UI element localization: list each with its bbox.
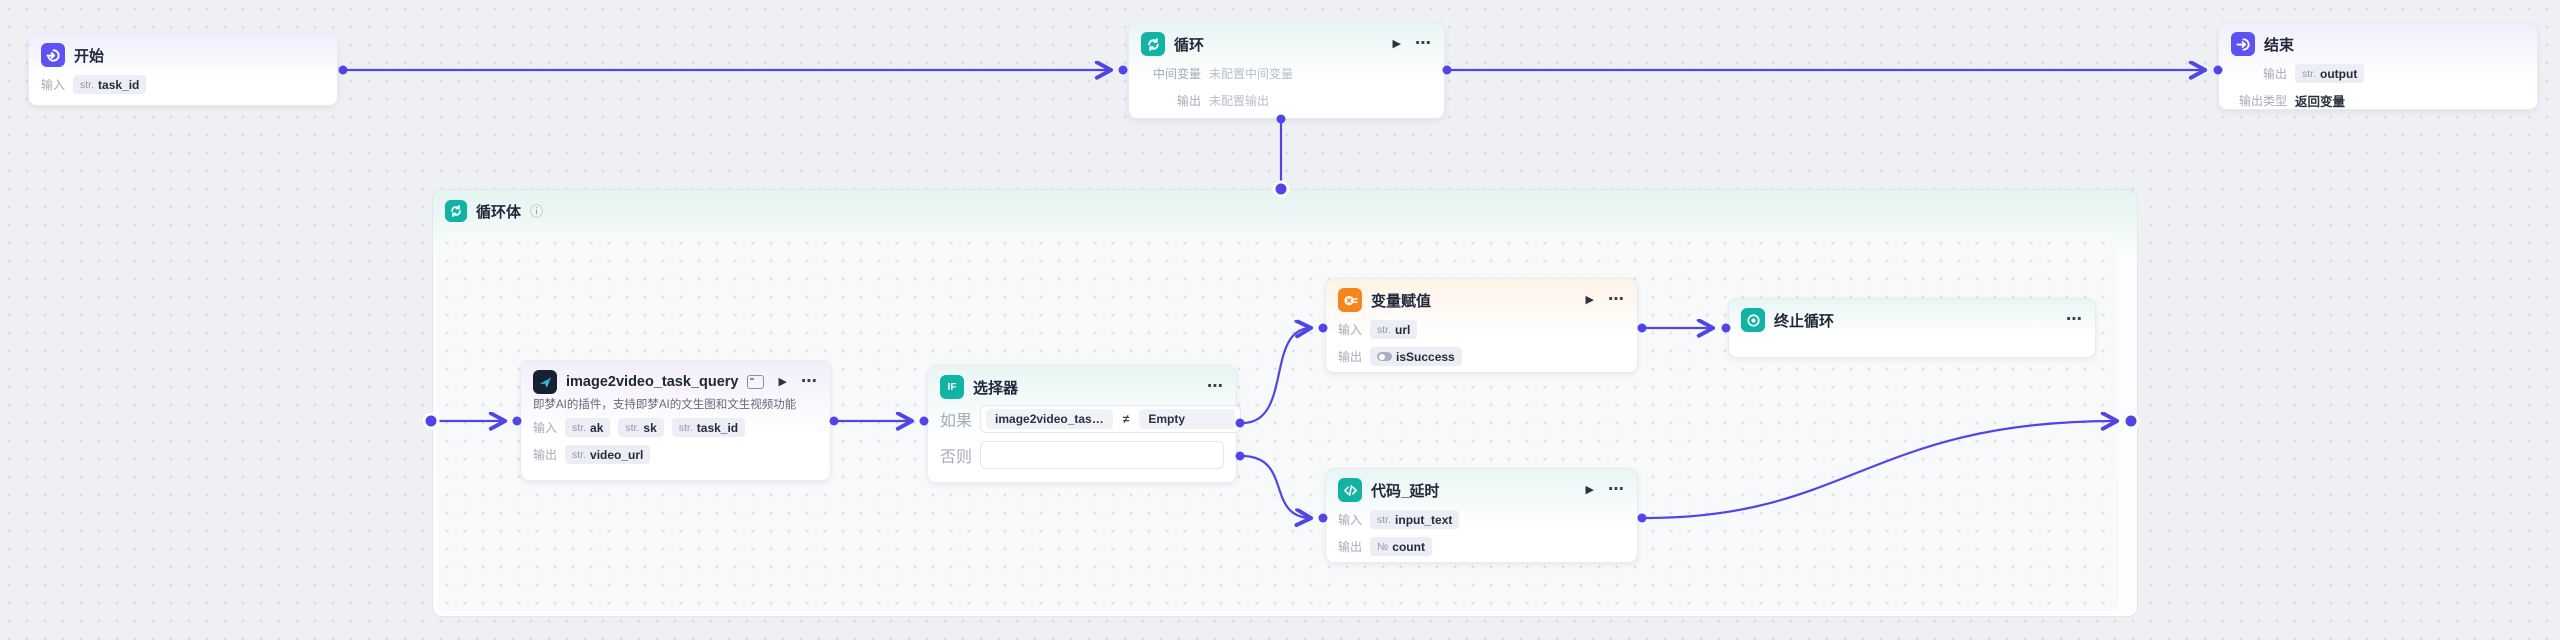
output-value: 未配置输出 bbox=[1209, 94, 1270, 108]
output-label: 输出 bbox=[1176, 94, 1201, 108]
node-end[interactable]: 结束 输出 str. output 输出类型 返回变量 bbox=[2218, 22, 2538, 110]
run-node-icon[interactable]: ▶ bbox=[1585, 293, 1594, 306]
boolean-type-icon bbox=[1377, 352, 1393, 361]
node-title: 循环 bbox=[1174, 36, 1205, 54]
node-title: 选择器 bbox=[973, 379, 1019, 397]
more-menu-icon[interactable]: ⋯ bbox=[801, 373, 818, 390]
loop-body-title: 循环体 bbox=[476, 203, 522, 221]
condition-right-operand[interactable]: Empty bbox=[1139, 409, 1236, 429]
code-icon bbox=[1338, 478, 1362, 502]
loop-icon bbox=[445, 200, 467, 222]
type-tag: str. bbox=[1377, 513, 1392, 526]
node-break[interactable]: 终止循环 ⋯ bbox=[1728, 298, 2096, 358]
param-name: sk bbox=[643, 420, 657, 435]
mid-var-value: 未配置中间变量 bbox=[1209, 67, 1294, 81]
port-start-out bbox=[338, 65, 348, 75]
output-label: 输出 bbox=[1338, 350, 1363, 364]
end-icon bbox=[2231, 32, 2255, 56]
info-icon[interactable]: ⓘ bbox=[530, 203, 544, 219]
output-label: 输出 bbox=[2262, 67, 2287, 81]
type-tag: str. bbox=[572, 448, 587, 461]
break-loop-icon bbox=[1741, 308, 1765, 332]
type-tag: № bbox=[1377, 540, 1389, 553]
api-badge-icon bbox=[747, 375, 765, 389]
condition-box[interactable]: image2video_tas… ≠ Empty bbox=[980, 405, 1242, 433]
run-node-icon[interactable]: ▶ bbox=[1392, 37, 1401, 50]
node-title: 代码_延时 bbox=[1371, 482, 1440, 500]
type-tag: str. bbox=[2302, 67, 2317, 80]
node-loop[interactable]: 循环 ▶ ⋯ 中间变量 未配置中间变量 输出 未配置输出 bbox=[1128, 22, 1445, 119]
param-badge[interactable]: str. input_text bbox=[1370, 510, 1460, 529]
param-name: video_url bbox=[590, 447, 644, 462]
start-icon bbox=[41, 43, 65, 67]
param-badge[interactable]: str. task_id bbox=[73, 75, 147, 94]
param-name: count bbox=[1392, 539, 1425, 554]
input-label: 输入 bbox=[1338, 323, 1363, 337]
if-icon: IF bbox=[940, 375, 964, 399]
else-label: 否则 bbox=[940, 449, 973, 466]
type-tag: str. bbox=[678, 421, 693, 434]
not-equal-operator[interactable]: ≠ bbox=[1122, 412, 1130, 426]
more-menu-icon[interactable]: ⋯ bbox=[2066, 311, 2083, 328]
param-badge[interactable]: str. sk bbox=[618, 418, 664, 437]
run-node-icon[interactable]: ▶ bbox=[1585, 483, 1594, 496]
param-name: task_id bbox=[98, 77, 140, 92]
node-title: image2video_task_query bbox=[566, 374, 739, 390]
if-label: 如果 bbox=[940, 413, 973, 430]
param-name: input_text bbox=[1395, 512, 1453, 527]
input-label: 输入 bbox=[41, 78, 66, 92]
param-name: isSuccess bbox=[1396, 349, 1455, 364]
plugin-icon bbox=[533, 370, 557, 394]
node-title: 开始 bbox=[74, 47, 105, 65]
param-badge[interactable]: str. ak bbox=[565, 418, 611, 437]
loop-icon bbox=[1141, 32, 1165, 56]
output-label: 输出 bbox=[1338, 540, 1363, 554]
type-tag: str. bbox=[625, 421, 640, 434]
node-assign[interactable]: 变量赋值 ▶ ⋯ 输入 str. url 输出 isSuccess bbox=[1325, 278, 1638, 373]
node-title: 变量赋值 bbox=[1371, 292, 1432, 310]
param-name: url bbox=[1395, 322, 1411, 337]
node-plugin[interactable]: image2video_task_query ▶ ⋯ 即梦AI的插件，支持即梦A… bbox=[520, 360, 831, 481]
more-menu-icon[interactable]: ⋯ bbox=[1207, 378, 1224, 395]
run-node-icon[interactable]: ▶ bbox=[778, 375, 787, 388]
output-type-label: 输出类型 bbox=[2238, 94, 2287, 108]
port-loop-in bbox=[1118, 65, 1128, 75]
assign-icon bbox=[1338, 288, 1362, 312]
param-badge[interactable]: str. url bbox=[1370, 320, 1418, 339]
more-menu-icon[interactable]: ⋯ bbox=[1608, 481, 1625, 498]
node-title: 终止循环 bbox=[1774, 312, 1835, 330]
node-code[interactable]: 代码_延时 ▶ ⋯ 输入 str. input_text 输出 № count bbox=[1325, 468, 1638, 563]
mid-var-label: 中间变量 bbox=[1152, 67, 1201, 81]
output-label: 输出 bbox=[533, 448, 558, 462]
param-badge[interactable]: str. video_url bbox=[565, 445, 651, 464]
param-name: output bbox=[2320, 66, 2358, 81]
more-menu-icon[interactable]: ⋯ bbox=[1415, 35, 1432, 52]
output-type-value: 返回变量 bbox=[2295, 95, 2346, 109]
param-name: task_id bbox=[696, 420, 739, 435]
plugin-description: 即梦AI的插件，支持即梦AI的文生图和文生视频功能 bbox=[533, 399, 797, 411]
type-tag: str. bbox=[80, 78, 95, 91]
input-label: 输入 bbox=[1338, 513, 1363, 527]
node-selector[interactable]: IF 选择器 ⋯ 如果 image2video_tas… ≠ Empty 否则 bbox=[927, 365, 1242, 483]
param-name: ak bbox=[590, 420, 604, 435]
type-tag: str. bbox=[572, 421, 587, 434]
node-title: 结束 bbox=[2264, 36, 2295, 54]
condition-left-operand[interactable]: image2video_tas… bbox=[986, 409, 1113, 429]
else-box[interactable] bbox=[980, 441, 1224, 469]
param-badge[interactable]: № count bbox=[1370, 537, 1432, 556]
input-label: 输入 bbox=[533, 421, 558, 435]
param-badge[interactable]: str. task_id bbox=[671, 418, 746, 437]
type-tag: str. bbox=[1377, 323, 1392, 336]
loop-body-header: 循环体 ⓘ bbox=[433, 190, 2137, 232]
more-menu-icon[interactable]: ⋯ bbox=[1608, 291, 1625, 308]
node-start[interactable]: 开始 输入 str. task_id bbox=[28, 33, 338, 106]
param-badge[interactable]: isSuccess bbox=[1370, 347, 1462, 366]
param-badge[interactable]: str. output bbox=[2295, 64, 2365, 83]
